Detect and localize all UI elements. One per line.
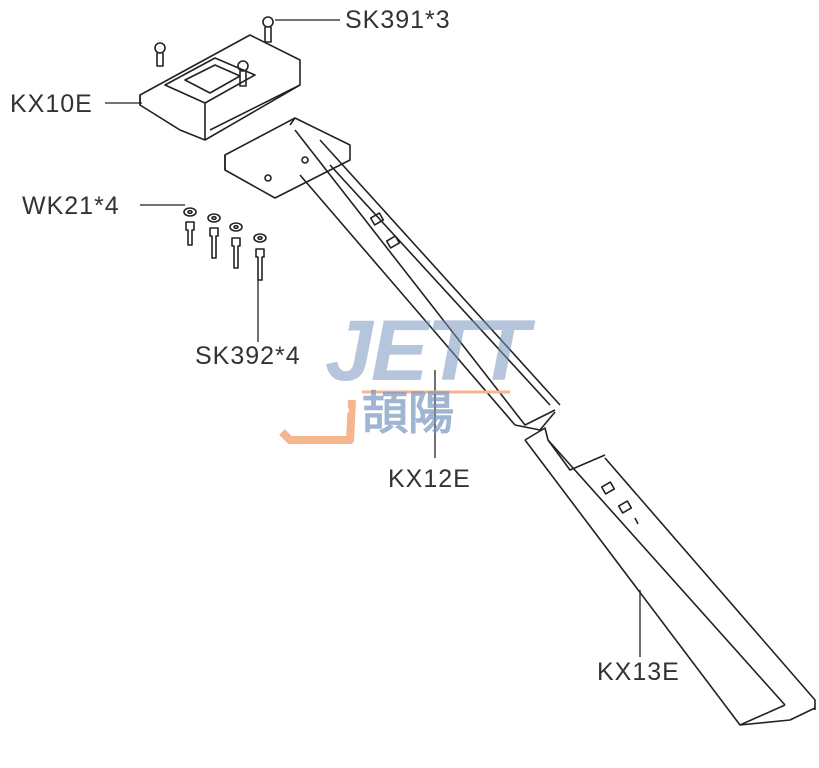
label-kx13e: KX13E bbox=[597, 658, 680, 686]
fasteners-wk21-sk392 bbox=[183, 207, 267, 281]
watermark-swoosh bbox=[279, 399, 356, 444]
screws-sk391 bbox=[154, 16, 274, 87]
watermark-logo-chinese: 頡陽 bbox=[362, 386, 454, 440]
leader-lines bbox=[105, 19, 641, 657]
part-kx10e bbox=[139, 34, 301, 141]
label-kx12e: KX12E bbox=[388, 465, 471, 493]
label-sk392: SK392*4 bbox=[195, 342, 301, 370]
part-kx13e bbox=[524, 427, 816, 726]
watermark-logo-latin: JETT bbox=[325, 303, 529, 399]
part-kx12e bbox=[224, 117, 561, 431]
label-sk391: SK391*3 bbox=[345, 6, 451, 34]
label-wk21: WK21*4 bbox=[22, 192, 120, 220]
label-kx10e: KX10E bbox=[10, 90, 93, 118]
